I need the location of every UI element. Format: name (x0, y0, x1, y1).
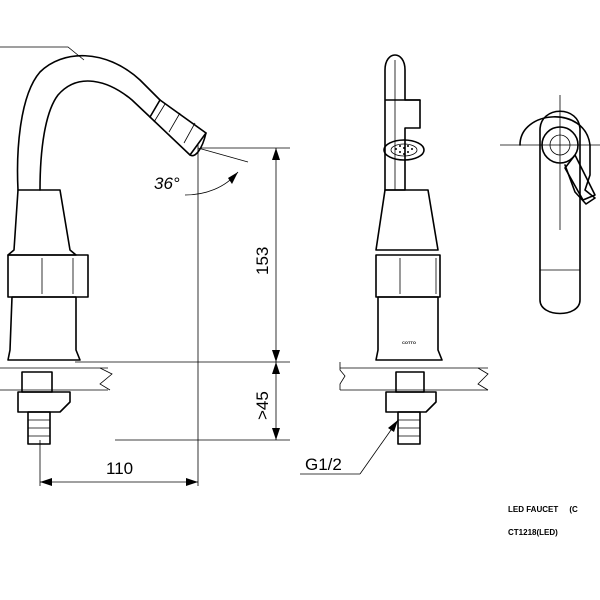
lever-handle (519, 116, 596, 205)
angle-dimension: 36° (154, 174, 180, 193)
collar (7, 254, 89, 298)
mounting-nut (21, 371, 53, 393)
side-lower-body (375, 296, 443, 361)
spout-inner (39, 80, 151, 191)
product-name: LED FAUCET (C (508, 505, 578, 514)
top-view (500, 95, 600, 315)
thickness-dimension: >45 (253, 391, 272, 420)
side-view: COTTO G1/2 (300, 54, 489, 475)
front-view: 36° 153 >45 110 (0, 46, 290, 486)
side-collar (375, 254, 441, 298)
product-code: CT1218(LED) (508, 528, 558, 537)
body (7, 189, 77, 256)
side-body (375, 189, 439, 251)
reach-dimension: 110 (106, 459, 133, 478)
brand-mark: COTTO (402, 340, 416, 345)
aerator (383, 139, 425, 161)
top-body (539, 110, 581, 315)
side-stem (384, 54, 421, 191)
lower-body (7, 296, 81, 361)
thread-dimension: G1/2 (305, 455, 342, 474)
side-mounting-nut (395, 371, 425, 393)
spout-outer (16, 54, 161, 191)
height-dimension: 153 (253, 247, 272, 275)
